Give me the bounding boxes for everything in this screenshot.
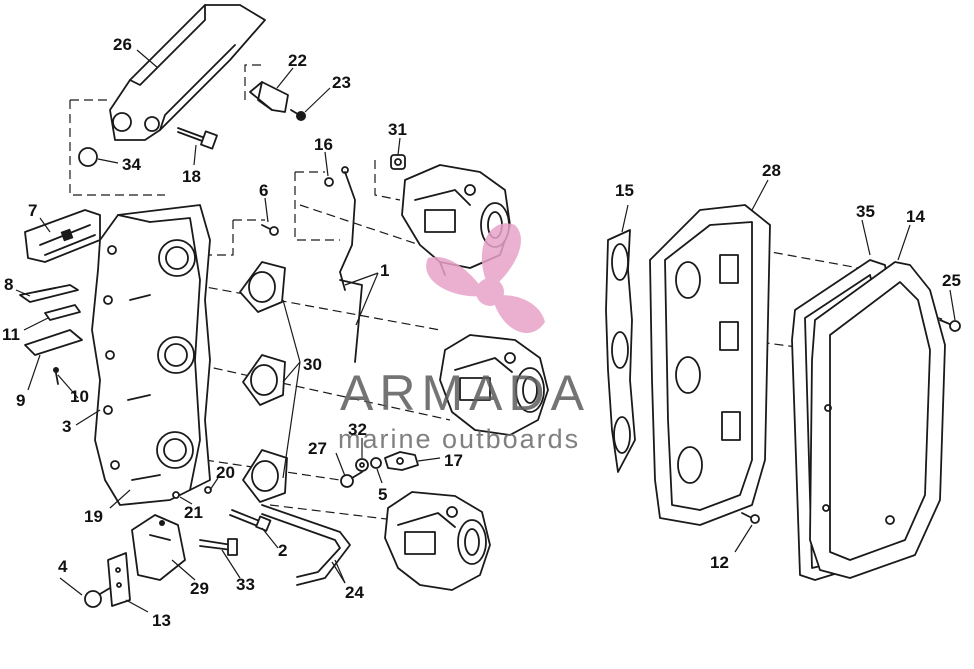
callout-12: 12 (710, 553, 729, 572)
silencer-cover-part (809, 261, 946, 579)
fuel-hose-part (261, 504, 351, 586)
screw-6-part (261, 224, 279, 236)
callout-17: 17 (444, 451, 463, 470)
callout-33: 33 (236, 575, 255, 594)
screw-20-part (204, 486, 212, 494)
callout-29: 29 (190, 579, 209, 598)
callout-14: 14 (906, 207, 925, 226)
intake-manifold-part (91, 204, 211, 506)
callout-16: 16 (314, 135, 333, 154)
callout-18: 18 (182, 167, 201, 186)
callout-35: 35 (856, 202, 875, 221)
screw-25-part (939, 319, 961, 332)
callout-28: 28 (762, 161, 781, 180)
callout-8: 8 (4, 275, 13, 294)
callout-labels: 26 22 23 34 18 16 31 6 7 8 11 9 10 3 1 3… (2, 35, 961, 630)
callout-31: 31 (388, 120, 407, 139)
screw-27-part (340, 471, 363, 488)
callout-9: 9 (16, 391, 25, 410)
callout-20: 20 (216, 463, 235, 482)
callout-6: 6 (259, 181, 268, 200)
carburetor-middle-part (439, 334, 549, 436)
nut-31-part (390, 154, 406, 170)
silencer-base-part (649, 204, 771, 526)
bracket-29-part (131, 514, 186, 581)
callout-19: 19 (84, 507, 103, 526)
carburetor-bottom-part (384, 491, 491, 591)
callout-21: 21 (184, 503, 203, 522)
washer-5-part (370, 457, 382, 469)
callout-34: 34 (122, 155, 141, 174)
plate-13-part (107, 552, 131, 607)
bracket-22-part (249, 81, 289, 113)
screw-2-part (229, 509, 272, 532)
linkage-rod-part (339, 166, 363, 363)
callout-5: 5 (378, 485, 387, 504)
screw-10-part (53, 367, 59, 385)
watermark-tagline: marine outboards (338, 424, 580, 454)
callout-4: 4 (58, 557, 68, 576)
gasket-30-part (239, 261, 288, 503)
callout-10: 10 (70, 387, 89, 406)
callout-11: 11 (2, 325, 20, 344)
callout-24: 24 (345, 583, 364, 602)
long-screw-part (177, 127, 218, 150)
reed-8-part (19, 284, 79, 303)
cover-plate-part (109, 4, 266, 141)
callout-32: 32 (348, 420, 367, 439)
propeller-logo-icon (426, 223, 545, 334)
screw-4-part (84, 587, 111, 608)
callout-26: 26 (113, 35, 132, 54)
callout-23: 23 (332, 73, 351, 92)
callout-3: 3 (62, 417, 71, 436)
callout-1: 1 (380, 261, 389, 280)
screw-33-part (199, 538, 238, 556)
washer-32-part (355, 458, 369, 472)
callout-7: 7 (28, 201, 37, 220)
watermark-brand: ARMADA (340, 365, 590, 421)
callout-30: 30 (303, 355, 322, 374)
leader-lines (15, 49, 956, 613)
screw-12-part (741, 512, 760, 524)
lever-17-part (384, 451, 419, 471)
reed-stop-11-part (44, 304, 81, 321)
screw-21-part (172, 491, 180, 499)
screw-23-part (290, 109, 306, 121)
callout-2: 2 (278, 541, 287, 560)
callout-15: 15 (615, 181, 634, 200)
callout-22: 22 (288, 51, 307, 70)
callout-27: 27 (308, 439, 327, 458)
callout-25: 25 (942, 271, 961, 290)
gasket-15-part (605, 229, 636, 473)
callout-13: 13 (152, 611, 171, 630)
reed-plate-9-part (24, 329, 83, 356)
clip-16-part (324, 177, 334, 187)
plug-part (78, 147, 98, 167)
